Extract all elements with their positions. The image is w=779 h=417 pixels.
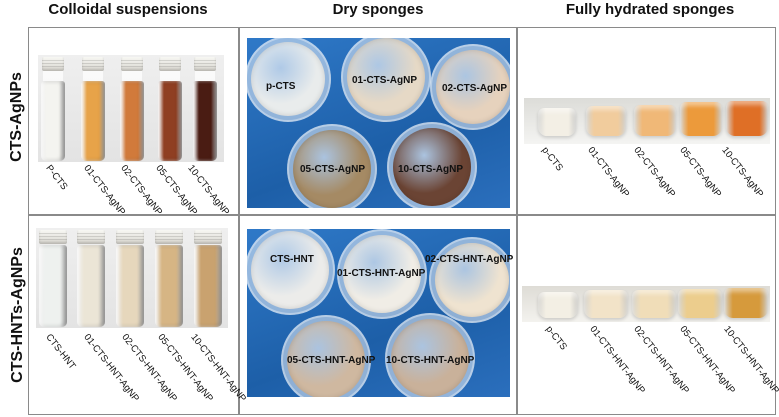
vial-cap-icon — [194, 57, 216, 71]
sponge-label: p-CTS — [266, 81, 296, 92]
sponge-label: CTS-HNT — [270, 254, 314, 265]
hydrated-sponge-4 — [680, 102, 722, 136]
hydrated-sponge-4 — [678, 289, 722, 318]
sponge-label: 02-CTS-HNT-AgNP — [425, 254, 514, 265]
vial-cap-icon — [159, 57, 181, 71]
header-colloidal-suspensions: Colloidal suspensions — [48, 1, 208, 18]
sponge-label: 01-CTS-AgNP — [352, 75, 418, 86]
header-fully-hydrated-sponges: Fully hydrated sponges — [565, 1, 735, 18]
hydrated-sponge-3 — [634, 105, 676, 136]
sponge-label: 05-CTS-HNT-AgNP — [287, 355, 376, 366]
sponge-1 — [251, 231, 329, 309]
vial-cap-icon — [77, 230, 105, 244]
vial-cap-icon — [82, 57, 104, 71]
sponge-4 — [293, 130, 371, 208]
vials-photo-row2 — [36, 228, 228, 328]
sponge-label: 10-CTS-AgNP — [398, 164, 464, 175]
vial-cap-icon — [42, 57, 64, 71]
sponge-label: 01-CTS-HNT-AgNP — [337, 268, 426, 279]
sponge-4 — [287, 321, 365, 397]
sponge-label: 05-CTS-AgNP — [300, 164, 366, 175]
header-dry-sponges: Dry sponges — [332, 1, 424, 18]
vials-photo-row1 — [38, 55, 224, 162]
column-divider-1 — [238, 27, 240, 415]
vial-2 — [77, 245, 105, 327]
column-divider-2 — [516, 27, 518, 415]
vial-cap-icon — [155, 230, 183, 244]
vial-3 — [116, 245, 144, 327]
hydrated-sponge-5 — [726, 101, 768, 136]
sponge-label: 10-CTS-HNT-AgNP — [386, 355, 475, 366]
sponge-3 — [435, 243, 509, 317]
vial-cap-icon — [39, 230, 67, 244]
row-header-cts-agnps: CTS-AgNPs — [8, 72, 25, 162]
sponge-2 — [347, 38, 425, 116]
hydrated-sponge-2 — [586, 106, 626, 136]
vial-4 — [158, 81, 182, 161]
vial-5 — [193, 81, 217, 161]
vial-cap-icon — [116, 230, 144, 244]
figure-frame — [28, 27, 776, 415]
sponge-5 — [393, 128, 471, 206]
vial-1 — [39, 245, 67, 327]
vial-cap-icon — [194, 230, 222, 244]
hydrated-sponge-1 — [538, 108, 576, 136]
row-divider — [28, 214, 776, 216]
hydrated-sponges-photo-row1 — [524, 98, 770, 144]
vial-cap-icon — [121, 57, 143, 71]
hydrated-sponge-3 — [632, 290, 676, 318]
dry-sponges-photo-row1 — [247, 38, 510, 208]
sponge-label: 02-CTS-AgNP — [442, 83, 508, 94]
dry-sponges-photo-row2 — [247, 229, 510, 397]
hydrated-sponge-5 — [724, 288, 768, 318]
sponge-3 — [436, 50, 510, 124]
hydrated-sponges-photo-row2 — [522, 286, 770, 322]
sponge-1 — [251, 42, 325, 116]
vial-5 — [194, 245, 222, 327]
hydrated-sponge-1 — [538, 292, 578, 318]
vial-3 — [120, 81, 144, 161]
vial-1 — [41, 81, 65, 161]
vial-4 — [155, 245, 183, 327]
vial-2 — [81, 81, 105, 161]
sponge-2 — [343, 235, 421, 313]
sponge-5 — [391, 319, 469, 397]
row-header-cts-hnts-agnps: CTS-HNTs-AgNPs — [9, 247, 26, 383]
hydrated-sponge-2 — [584, 290, 628, 318]
